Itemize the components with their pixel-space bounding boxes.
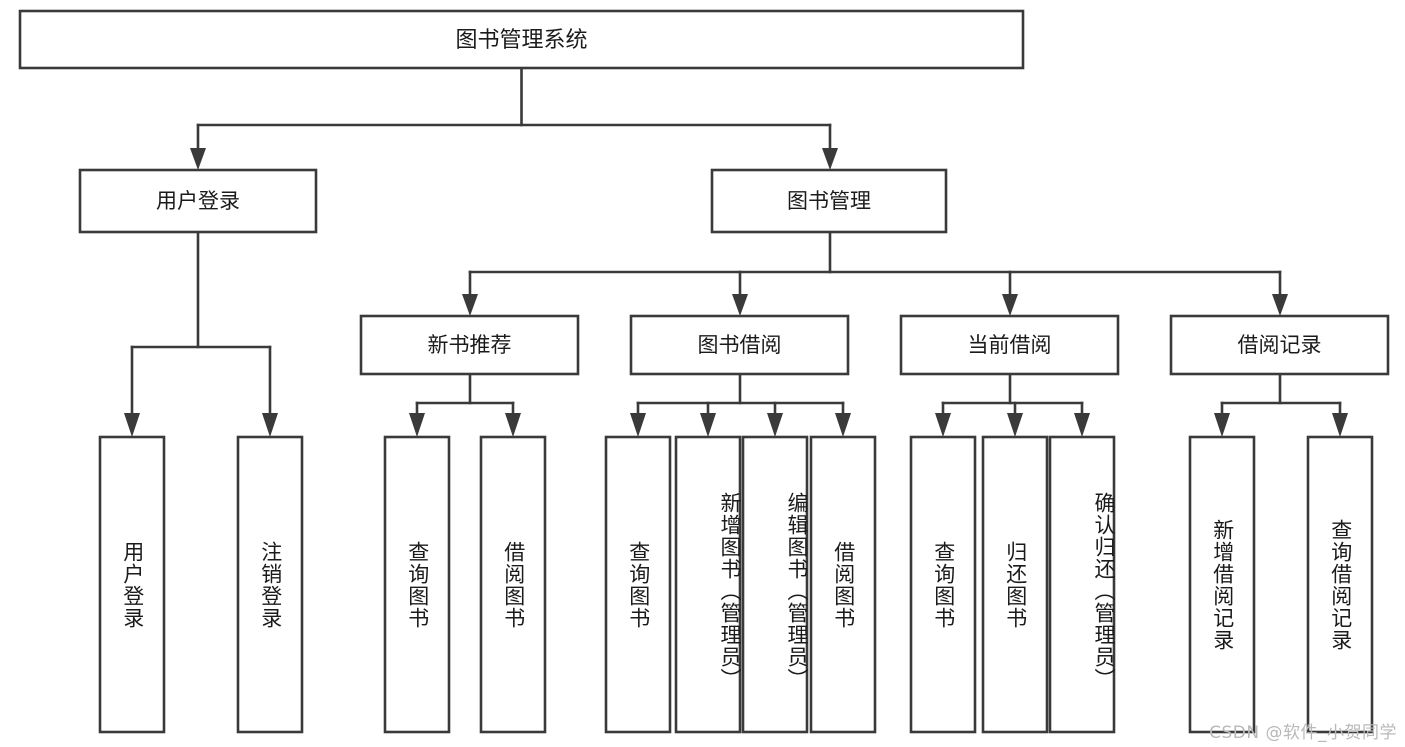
arrow-head-records xyxy=(1272,294,1288,316)
arrow-head-login xyxy=(190,148,206,170)
leaf-box-query-book-3[interactable] xyxy=(909,435,977,734)
node-new-book-recommend-box[interactable] xyxy=(359,314,580,376)
leaf-box-edit-book[interactable] xyxy=(741,435,809,734)
leaf-box-add-book[interactable] xyxy=(674,435,742,734)
leaf-box-logout[interactable] xyxy=(236,435,304,734)
arrow-head-leaf-query-record xyxy=(1332,413,1348,437)
node-new-book-recommend[interactable]: 新书推荐 xyxy=(359,314,580,376)
node-borrow-records[interactable]: 借阅记录 xyxy=(1169,314,1390,376)
arrow-head-leaf-logout xyxy=(262,413,278,437)
arrow-head-leaf-borrow-book-2 xyxy=(835,413,851,437)
leaf-box-add-record[interactable] xyxy=(1188,435,1256,734)
leaf-box-borrow-book-1[interactable] xyxy=(479,435,547,734)
leaf-box-confirm-return[interactable] xyxy=(1048,435,1116,734)
leaf-box-query-book-1[interactable] xyxy=(383,435,451,734)
arrow-head-leaf-confirm-return xyxy=(1074,413,1090,437)
arrow-head-leaf-user-login xyxy=(124,413,140,437)
node-user-login-box[interactable] xyxy=(78,168,318,234)
leaf-box-query-record[interactable] xyxy=(1306,435,1374,734)
leaf-box-return-book[interactable] xyxy=(981,435,1049,734)
node-book-borrow[interactable]: 图书借阅 xyxy=(629,314,850,376)
node-root-label: 图书管理系统 xyxy=(455,28,587,53)
arrow-head-leaf-query-book-1 xyxy=(409,413,425,437)
node-root[interactable]: 图书管理系统 xyxy=(18,9,1025,70)
node-current-borrow-label: 当前借阅 xyxy=(968,333,1052,357)
node-book-management-label: 图书管理 xyxy=(787,189,871,213)
arrow-head-leaf-query-book-3 xyxy=(935,413,951,437)
node-borrow-records-label: 借阅记录 xyxy=(1238,333,1322,357)
arrow-head-leaf-borrow-book-1 xyxy=(505,413,521,437)
node-new-book-recommend-label: 新书推荐 xyxy=(428,333,512,357)
node-current-borrow[interactable]: 当前借阅 xyxy=(899,314,1120,376)
arrow-head-leaf-add-record xyxy=(1214,413,1230,437)
node-user-login-label: 用户登录 xyxy=(156,189,240,213)
leaf-box-user-login[interactable] xyxy=(98,435,166,734)
node-book-borrow-label: 图书借阅 xyxy=(698,333,782,357)
node-book-management-box[interactable] xyxy=(710,168,948,234)
leaf-box-borrow-book-2[interactable] xyxy=(809,435,877,734)
node-book-management[interactable]: 图书管理 xyxy=(710,168,948,234)
arrow-head-current xyxy=(1002,294,1018,316)
node-root-box[interactable] xyxy=(18,9,1025,70)
leaf-box-query-book-2[interactable] xyxy=(604,435,672,734)
arrow-head-leaf-edit-book xyxy=(767,413,783,437)
arrow-head-leaf-add-book xyxy=(700,413,716,437)
arrow-head-newbook xyxy=(462,294,478,316)
arrow-head-leaf-query-book-2 xyxy=(630,413,646,437)
arrow-head-borrow xyxy=(732,294,748,316)
arrow-head-bookmgmt xyxy=(822,148,838,170)
node-borrow-records-box[interactable] xyxy=(1169,314,1390,376)
node-user-login[interactable]: 用户登录 xyxy=(78,168,318,234)
node-book-borrow-box[interactable] xyxy=(629,314,850,376)
node-current-borrow-box[interactable] xyxy=(899,314,1120,376)
watermark-text: CSDN @软件_小贺同学 xyxy=(1209,723,1397,743)
connector-layer xyxy=(124,66,1348,437)
arrow-head-leaf-return-book xyxy=(1007,413,1023,437)
